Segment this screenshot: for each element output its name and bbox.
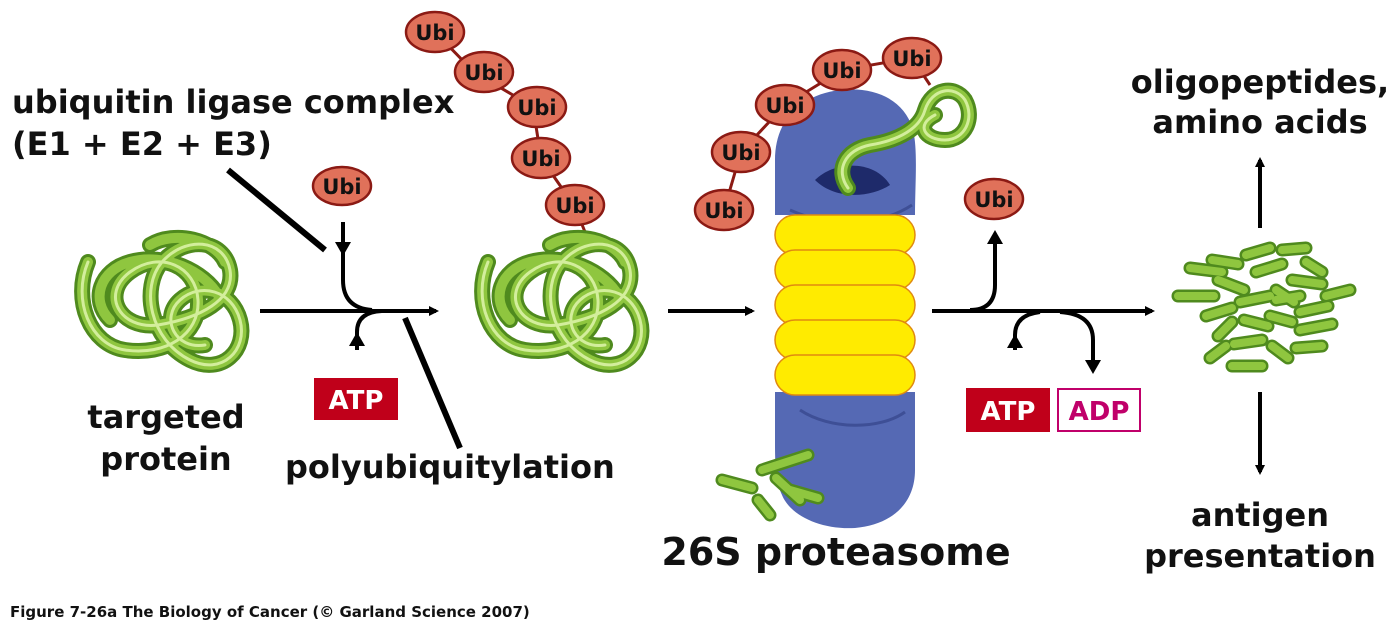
- targeted-protein-coil: [74, 229, 250, 373]
- svg-text:Ubi: Ubi: [464, 61, 503, 85]
- svg-text:Ubi: Ubi: [721, 141, 760, 165]
- svg-text:Ubi: Ubi: [892, 47, 931, 71]
- exiting-peptide-fragments: [715, 448, 825, 522]
- ligase-label-line1: ubiquitin ligase complex: [12, 83, 455, 121]
- degradation-arrow: [932, 240, 1155, 360]
- proteasome-core: [774, 214, 916, 396]
- ligase-label-line2: (E1 + E2 + E3): [12, 125, 272, 163]
- ubiquitin-tag-incoming: Ubi: [311, 165, 373, 207]
- svg-text:Ubi: Ubi: [555, 194, 594, 218]
- ubiquitin-chain-on-protein: Ubi Ubi Ubi Ubi Ubi: [404, 10, 606, 233]
- ubi-input-arrowhead: [335, 242, 351, 256]
- oligopeptides-label-line2: amino acids: [1152, 103, 1367, 141]
- ubiquitin-tag-released: Ubi: [963, 177, 1025, 221]
- svg-text:Ubi: Ubi: [322, 175, 361, 199]
- svg-text:Ubi: Ubi: [974, 188, 1013, 212]
- proteasome-label: 26S proteasome: [661, 530, 1010, 574]
- svg-text:Ubi: Ubi: [521, 147, 560, 171]
- polyubiquitylation-pointer-line: [402, 316, 463, 450]
- polyubiquitylation-arrow: [260, 222, 439, 350]
- atp-input-arrowhead: [349, 332, 365, 346]
- svg-text:ATP: ATP: [981, 397, 1036, 427]
- adp-output-arrowhead: [1085, 360, 1101, 374]
- oligopeptide-fragments: [1171, 241, 1357, 373]
- svg-text:Ubi: Ubi: [765, 94, 804, 118]
- ubi-release-arrowhead: [987, 230, 1003, 244]
- svg-text:Ubi: Ubi: [415, 21, 454, 45]
- antigen-label-line1: antigen: [1191, 496, 1329, 534]
- polyubiquitylated-protein-coil: [474, 229, 650, 373]
- oligopeptides-label-line1: oligopeptides,: [1131, 63, 1389, 101]
- atp-input-arrowhead-2: [1007, 334, 1023, 348]
- atp-box-1: ATP: [314, 378, 398, 420]
- atp-box-2: ATP: [966, 388, 1050, 432]
- svg-text:ATP: ATP: [329, 386, 384, 416]
- targeted-protein-label-line2: protein: [100, 440, 231, 478]
- svg-text:Ubi: Ubi: [517, 96, 556, 120]
- ubiquitin-chain-on-proteasome: Ubi Ubi Ubi Ubi Ubi: [693, 36, 943, 232]
- adp-box: ADP: [1057, 388, 1141, 432]
- antigen-label-line2: presentation: [1144, 537, 1376, 575]
- polyubiquitylation-label: polyubiquitylation: [285, 448, 615, 486]
- figure-caption: Figure 7-26a The Biology of Cancer (© Ga…: [10, 603, 530, 621]
- svg-text:ADP: ADP: [1069, 397, 1130, 427]
- svg-text:Ubi: Ubi: [822, 59, 861, 83]
- ligase-pointer-line: [226, 167, 327, 253]
- targeted-protein-label-line1: targeted: [87, 398, 244, 436]
- svg-text:Ubi: Ubi: [704, 199, 743, 223]
